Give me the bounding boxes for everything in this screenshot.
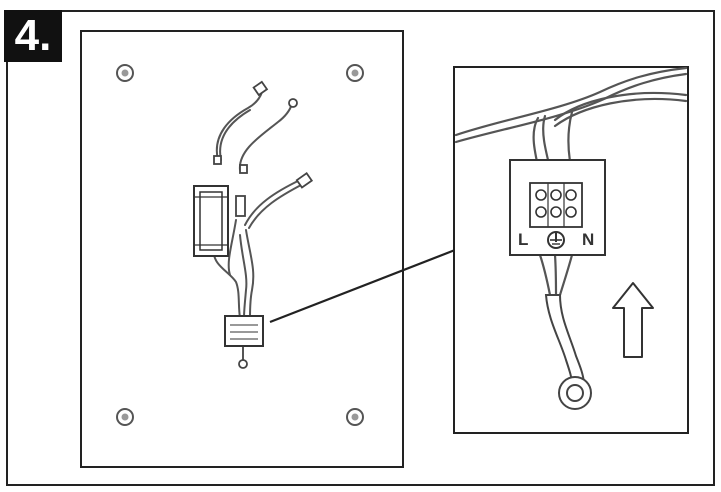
mounting-screw-top-right — [346, 64, 364, 82]
up-arrow-icon — [612, 282, 654, 358]
plate-terminal-block — [224, 315, 264, 347]
mounting-screw-bottom-left — [116, 408, 134, 426]
detail-panel — [453, 66, 689, 434]
outer-frame — [6, 10, 715, 486]
ring-terminal — [558, 376, 592, 410]
lamp-holder-component — [193, 185, 229, 257]
step-number-badge: 4. — [4, 10, 62, 62]
mounting-plate — [80, 30, 404, 468]
plate-wiring — [212, 91, 304, 363]
earth-ground-icon — [547, 231, 565, 249]
plate-connectors — [213, 80, 314, 369]
callout-line — [269, 248, 456, 324]
terminal-label-live: L — [518, 230, 529, 249]
terminal-label-neutral: N — [582, 230, 595, 249]
terminal-block-detail — [509, 159, 606, 256]
mounting-screw-bottom-right — [346, 408, 364, 426]
mounting-screw-top-left — [116, 64, 134, 82]
